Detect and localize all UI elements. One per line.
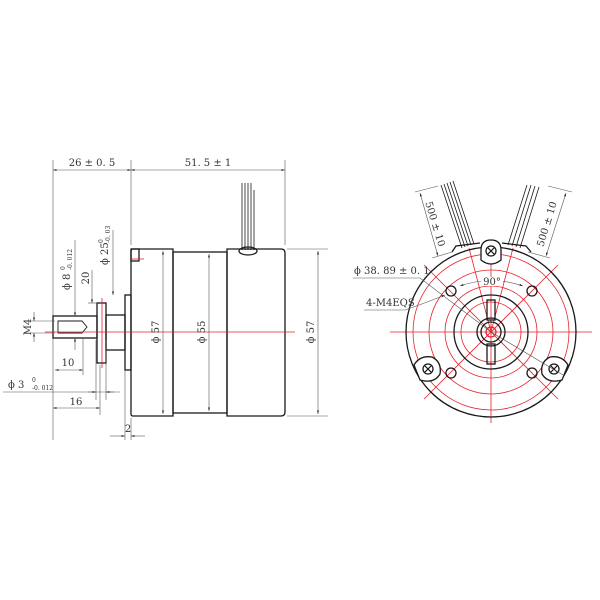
lead-wires-right [501,184,540,253]
dim-body-length: 51. 5 ± 1 [185,158,232,169]
dim-flange-thickness: 2 [125,424,131,435]
dim-lead-left: 500 ± 10 [422,200,446,248]
dim-shaft-length: 26 ± 0. 5 [69,158,116,169]
rear-cap [226,248,286,417]
dim-pin-dia: ϕ 3 [8,380,24,391]
dim-thread: M4 [23,319,34,336]
svg-text:-0. 03: -0. 03 [105,226,112,243]
dim-rear-dia: ϕ 57 [306,321,317,344]
svg-text:0: 0 [60,266,67,270]
dim-shaft-dia: ϕ 8 [62,274,73,290]
svg-text:0: 0 [98,239,105,243]
end-view: 500 ± 10 500 ± 10 ϕ 38. 89 ± 0. 1 4-M4EQ… [353,180,592,423]
lead-wires [238,183,258,256]
lead-wires-left [440,180,481,253]
dim-holes: 4-M4EQS [366,298,415,309]
dim-pilot-dia: ϕ 25 [100,242,111,265]
svg-text:-0. 012: -0. 012 [32,385,53,392]
svg-text:0: 0 [32,377,36,384]
dim-flange-offset: 20 [81,272,92,285]
dim-front-dia: ϕ 57 [151,321,162,344]
side-view: 26 ± 0. 5 51. 5 ± 1 [3,158,328,440]
dim-mid-dia: ϕ 55 [197,321,208,344]
dim-bolt-circle: ϕ 38. 89 ± 0. 1 [354,266,430,277]
dim-angle: 90° [483,277,501,288]
dim-shaft-visible: 16 [70,397,83,408]
pilot-circle [453,294,529,370]
svg-text:-0. 012: -0. 012 [67,249,74,270]
dim-thread-depth: 10 [62,358,75,369]
